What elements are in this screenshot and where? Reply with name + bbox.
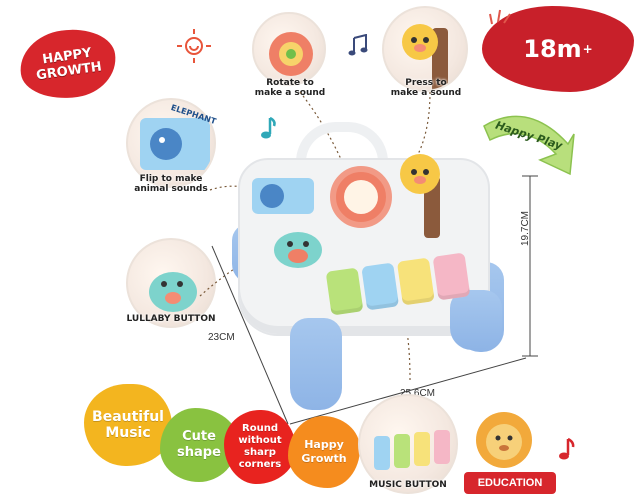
piano-key-pink[interactable] <box>432 252 471 301</box>
monkey-toy-icon[interactable] <box>394 142 454 242</box>
lullaby-caption: LULLABY BUTTON <box>126 314 216 324</box>
hippo-button-icon <box>149 272 197 312</box>
feature-round-line4: corners <box>238 459 282 470</box>
press-caption-line1: Press to <box>405 78 447 88</box>
feature-music-line1: Beautiful <box>92 409 164 425</box>
flip-callout <box>126 98 216 188</box>
flip-caption: Flip to make animal sounds <box>128 174 214 194</box>
sun-swirl-icon <box>177 29 211 63</box>
feature-growth-line1: Happy <box>304 438 344 451</box>
piano-key-yellow[interactable] <box>396 257 435 306</box>
rotate-caption: Rotate to make a sound <box>248 78 332 98</box>
rotate-caption-line1: Rotate to <box>266 78 314 88</box>
music-button-callout <box>358 394 458 494</box>
monkey-icon <box>402 24 448 90</box>
elephant-book-icon <box>140 118 210 170</box>
feature-round-line2: without <box>238 435 282 446</box>
elephant-book-toy-icon[interactable] <box>250 174 316 218</box>
feature-growth-line2: Growth <box>301 452 347 465</box>
feature-cute-shape: Cute shape <box>160 408 238 482</box>
table-leg-front-right <box>450 290 502 350</box>
age-plus: + <box>582 42 593 56</box>
flip-caption-line2: animal sounds <box>134 184 208 194</box>
table-leg-front-left <box>290 318 342 410</box>
feature-round-line3: sharp <box>244 447 276 458</box>
piano-key-blue[interactable] <box>361 262 400 311</box>
lion-icon <box>476 412 532 468</box>
lullaby-callout <box>126 238 216 328</box>
clock-center <box>344 180 378 214</box>
age-badge: 18m+ <box>482 6 634 92</box>
arrow-icon <box>483 115 575 176</box>
depth-dimension: 23CM <box>208 332 235 343</box>
music-note-icon <box>559 437 575 460</box>
music-button-caption: MUSIC BUTTON <box>369 480 447 490</box>
press-caption: Press to make a sound <box>386 78 466 98</box>
education-tag: EDUCATION <box>464 472 556 494</box>
feature-cute-line1: Cute <box>182 429 216 444</box>
clock-dial[interactable] <box>330 166 392 228</box>
press-callout <box>382 6 468 92</box>
piano-key-green[interactable] <box>325 267 364 316</box>
sparkle-icon <box>489 9 511 25</box>
feature-beautiful-music: Beautiful Music <box>84 384 172 466</box>
music-note-icon <box>348 34 368 56</box>
age-value: 18m <box>523 35 582 63</box>
feature-cute-line2: shape <box>177 445 221 460</box>
flip-caption-line1: Flip to make <box>139 174 203 184</box>
rotate-callout <box>252 12 326 86</box>
piano-keys-closeup-icon <box>374 430 450 470</box>
feature-round-corners: Round without sharp corners <box>224 410 296 484</box>
rotate-dial-icon <box>269 32 313 76</box>
hippo-toy-icon[interactable] <box>270 222 326 270</box>
feature-music-line2: Music <box>105 425 151 441</box>
press-caption-line2: make a sound <box>390 88 462 98</box>
width-dimension: 25.6CM <box>400 388 436 399</box>
feature-happy-growth: Happy Growth <box>288 416 360 488</box>
height-dimension: 19.7CM <box>520 210 531 246</box>
music-note-icon <box>261 116 276 139</box>
feature-round-line1: Round <box>242 423 278 434</box>
rotate-caption-line2: make a sound <box>254 88 326 98</box>
table-handle <box>296 122 388 178</box>
